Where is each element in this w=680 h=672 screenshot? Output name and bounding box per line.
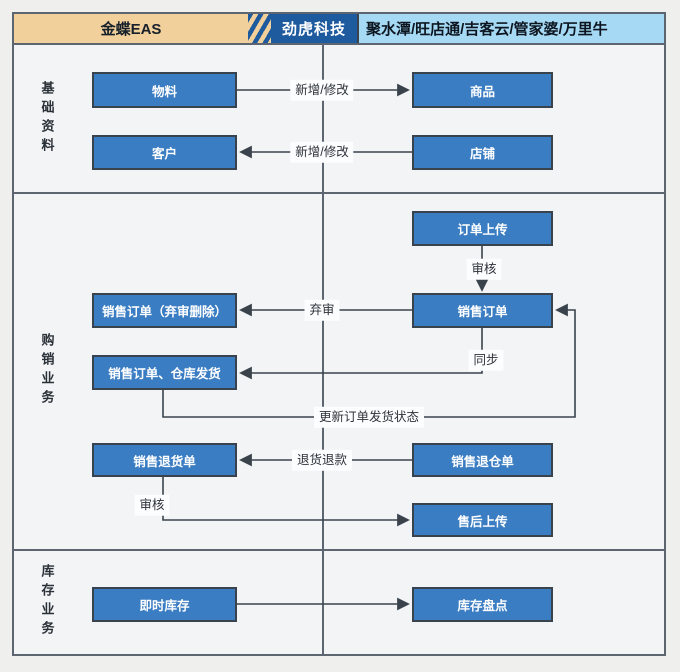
section-label-inventory: 库存业务 [39, 564, 55, 640]
edge-label-audit-1: 审核 [466, 258, 502, 280]
edge-label-sync: 同步 [468, 349, 504, 371]
edge-label-add-modify-1: 新增/修改 [290, 79, 354, 101]
edge-label-update-ship-status: 更新订单发货状态 [313, 406, 425, 428]
node-customer: 客户 [92, 135, 237, 170]
connector-layer [14, 43, 664, 654]
node-aftersale-upload: 售后上传 [412, 503, 553, 537]
brand-jinhu-tech: 劲虎科技 [271, 14, 357, 43]
node-order-upload: 订单上传 [412, 211, 553, 246]
node-sales-order-unaudit-delete: 销售订单（弃审删除） [92, 293, 237, 328]
node-sales-order-warehouse-ship: 销售订单、仓库发货 [92, 355, 237, 390]
header-banner: 金蝶EAS 劲虎科技 聚水潭/旺店通/吉客云/管家婆/万里牛 [14, 14, 664, 45]
node-realtime-inventory: 即时库存 [92, 587, 237, 622]
node-product: 商品 [412, 72, 553, 108]
section-label-basic-data: 基础资料 [39, 81, 55, 157]
node-sales-return-warehouse-order: 销售退仓单 [412, 443, 553, 477]
section-label-purchase-sales: 购销业务 [39, 333, 55, 409]
node-material: 物料 [92, 72, 237, 108]
edge-label-return-refund: 退货退款 [291, 449, 353, 471]
node-shop: 店铺 [412, 135, 553, 170]
node-sales-order: 销售订单 [412, 293, 553, 328]
node-inventory-check: 库存盘点 [412, 587, 553, 622]
brand-kingdee-eas: 金蝶EAS [14, 14, 248, 43]
edge-label-audit-2: 审核 [134, 494, 170, 516]
node-sales-return-order: 销售退货单 [92, 443, 237, 477]
diagonal-stripes-decoration [248, 14, 271, 43]
edge-label-unaudit: 弃审 [304, 299, 340, 321]
edge-label-add-modify-2: 新增/修改 [290, 141, 354, 163]
flowchart-canvas: 金蝶EAS 劲虎科技 聚水潭/旺店通/吉客云/管家婆/万里牛 [12, 12, 666, 656]
platform-list: 聚水潭/旺店通/吉客云/管家婆/万里牛 [357, 14, 664, 43]
